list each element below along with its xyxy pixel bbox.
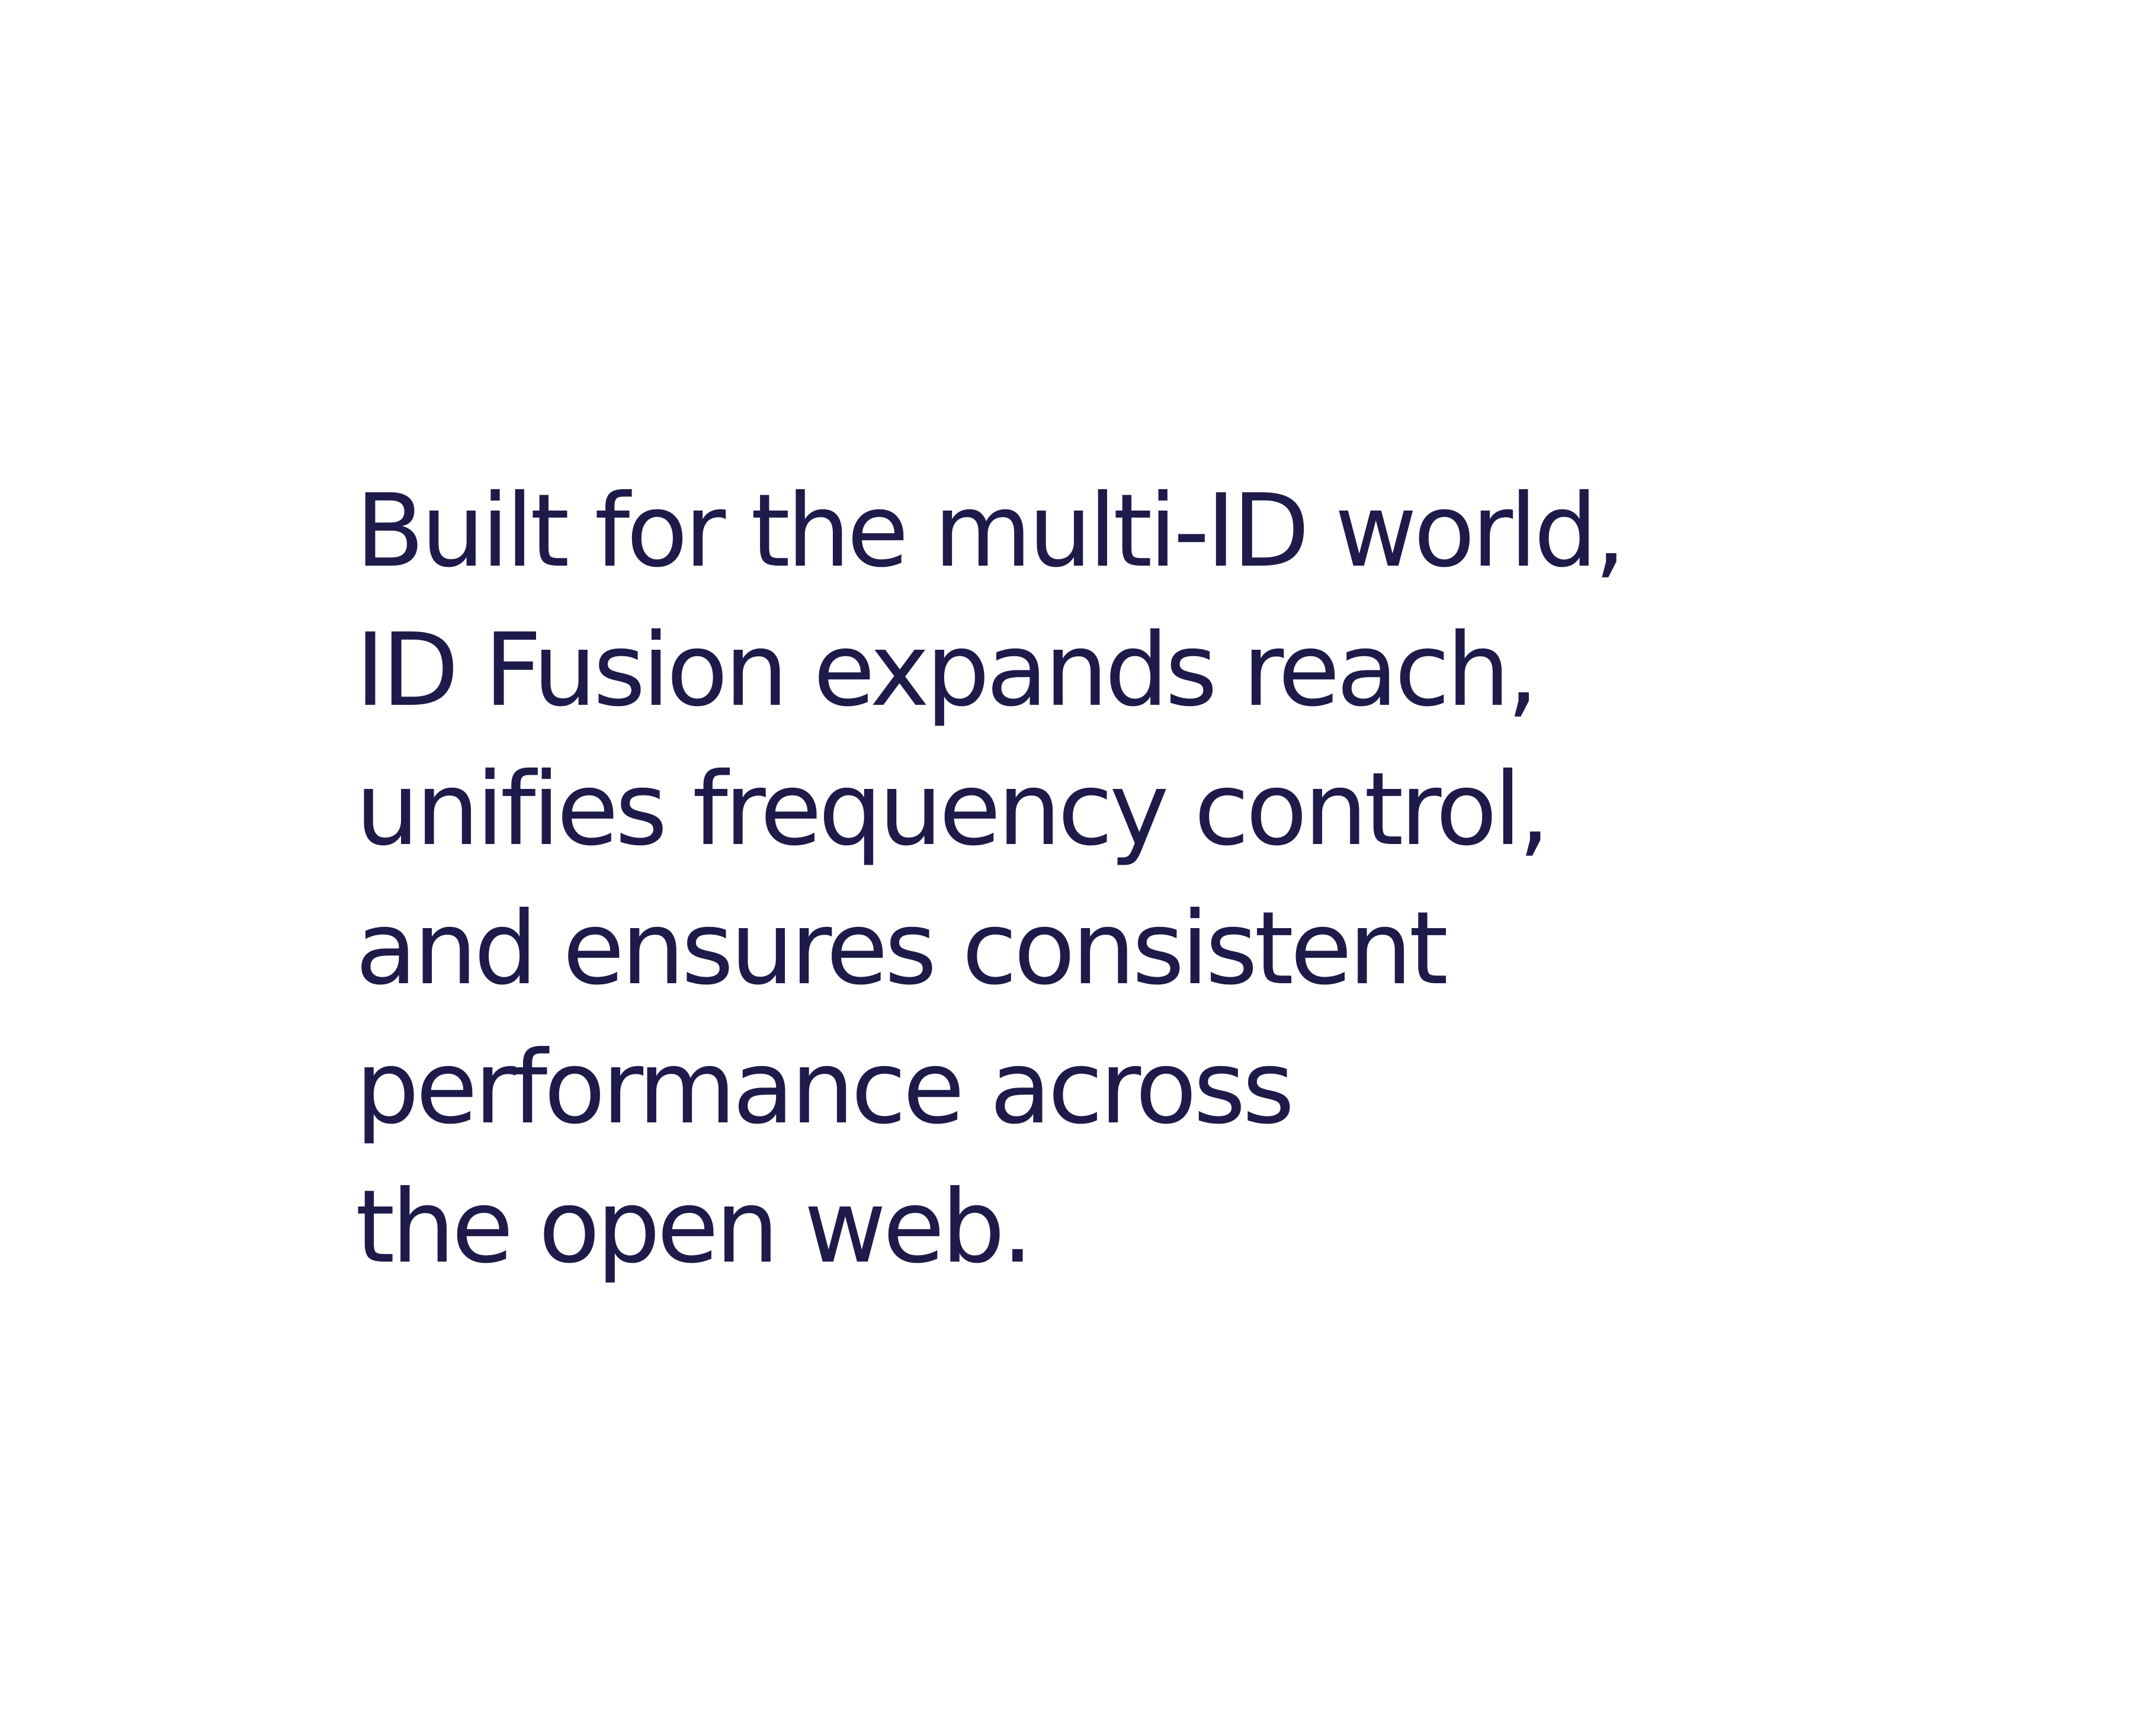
statement-line-1: Built for the multi-ID world, — [355, 473, 1626, 590]
statement-line-6: the open web. — [355, 1169, 1034, 1286]
statement-line-2: ID Fusion expands reach, — [355, 612, 1539, 729]
statement-text: Built for the multi-ID world, ID Fusion … — [355, 462, 1836, 1297]
statement-line-5: performance across — [355, 1029, 1295, 1147]
statement-line-4: and ensures consistent — [355, 890, 1448, 1007]
statement-line-3: unifies frequency control, — [355, 751, 1550, 868]
